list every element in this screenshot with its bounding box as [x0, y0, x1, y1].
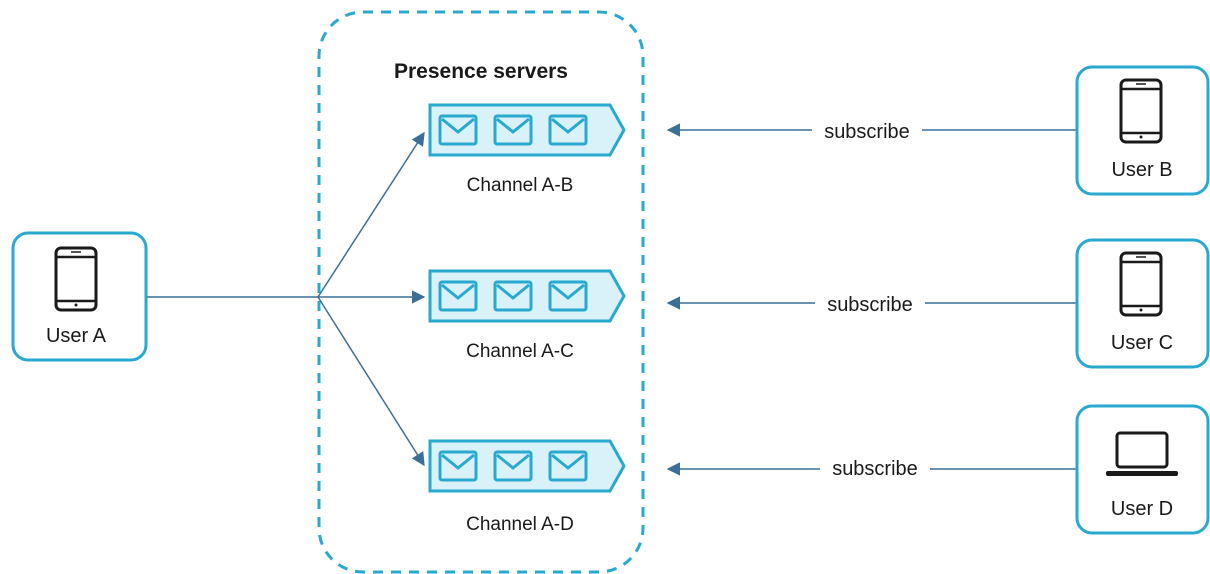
subscribe-label-c: subscribe	[827, 294, 913, 316]
laptop-icon	[1106, 431, 1178, 476]
presence-servers-title: Presence servers	[394, 60, 568, 83]
user-a-node: User A	[11, 231, 148, 362]
phone-icon	[54, 246, 98, 312]
user-a-label: User A	[46, 325, 107, 347]
channel-a-c-queue	[428, 269, 626, 323]
user-c-node: User C	[1075, 238, 1210, 369]
user-d-label: User D	[1111, 498, 1173, 520]
subscribe-label-d: subscribe	[832, 458, 918, 480]
channel-a-b-label: Channel A-B	[467, 175, 574, 196]
user-c-label: User C	[1111, 332, 1173, 354]
subscribe-label-b: subscribe	[824, 121, 910, 143]
edge-to-channel-a-b	[317, 131, 425, 298]
channel-a-c-label: Channel A-C	[466, 341, 574, 362]
user-b-label: User B	[1111, 159, 1172, 181]
channel-a-d-label: Channel A-D	[466, 514, 574, 535]
channel-a-b-queue	[428, 103, 626, 157]
user-b-node: User B	[1075, 65, 1210, 196]
presence-servers-group	[317, 10, 645, 574]
user-d-node: User D	[1075, 404, 1210, 535]
phone-icon	[1119, 251, 1163, 317]
channel-a-d-queue	[428, 439, 626, 493]
phone-icon	[1119, 78, 1163, 144]
edge-to-channel-a-d	[317, 296, 425, 467]
